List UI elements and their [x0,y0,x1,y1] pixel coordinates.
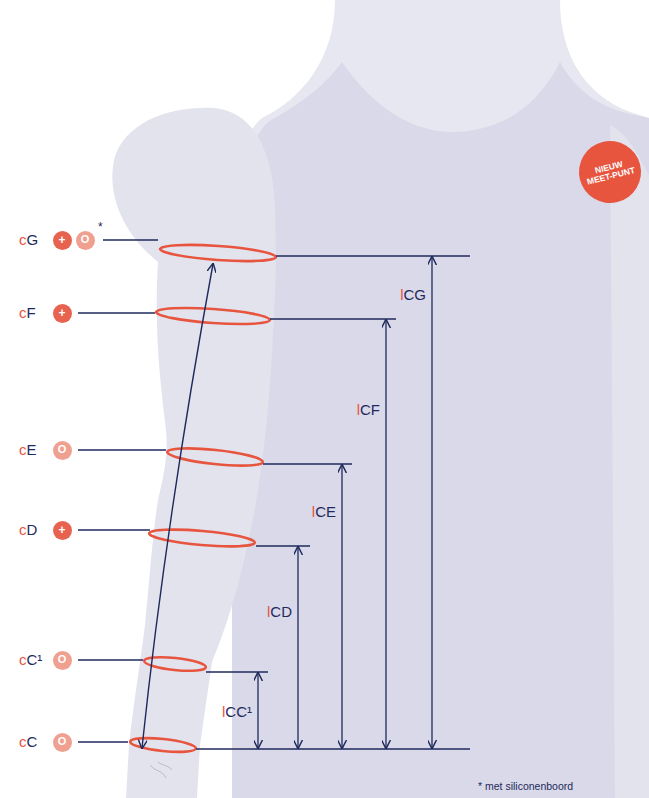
reference-line [206,671,268,672]
node-text: O [58,736,67,748]
length-arrow-lcf [385,320,386,748]
length-label: lCF [357,402,380,419]
plus-marker: + [53,231,72,250]
node-content: O [81,234,90,246]
circumference-label: cD [19,522,37,539]
plus-marker: + [53,521,72,540]
leader-line [78,741,128,742]
body-silhouette [232,0,649,798]
length-label: lCG [400,287,426,304]
ring-cc [130,736,197,755]
right-arm [610,125,649,798]
node-text: + [58,307,65,320]
arm [112,108,276,798]
reference-line [270,318,396,319]
footnote: * met siliconenboord [478,781,573,793]
length-arrow-lce [341,465,342,748]
length-label: lCC¹ [222,704,252,721]
hand-crease [150,762,172,778]
length-arrow-lcg [431,257,432,748]
node-text: NIEUW MEET-PUNT [584,157,637,186]
reference-line [276,255,470,256]
ring-cg [160,242,277,264]
ring-cd [149,526,256,549]
leader-line [78,449,166,450]
ring-cf [156,305,271,327]
o-marker: O [53,733,72,752]
circumference-label: cF [19,305,36,322]
o-marker: O [53,651,72,670]
node-content: + [58,307,65,320]
base-line [196,748,470,749]
leader-line [78,312,155,313]
leader-line [78,529,150,530]
node-content: O [58,736,67,748]
length-label: lCE [312,504,336,521]
arm-length-arrow [142,264,213,748]
circumference-label: cG [19,232,38,249]
node-content: + [58,234,65,247]
reference-line [256,545,310,546]
node-content: NIEUW MEET-PUNT [584,157,637,186]
node-text: + [58,234,65,247]
footnote-mark: * [98,221,103,234]
node-text: O [58,444,67,456]
node-text: + [58,524,65,537]
node-content: + [58,524,65,537]
length-arrow-lcd [297,547,298,748]
length-arrow-lcc1 [257,673,258,748]
reference-line [263,463,352,464]
leader-line [103,239,158,240]
length-label: lCD [267,604,292,621]
circumference-label: cC [19,734,37,751]
node-content: O [58,444,67,456]
o-marker: O [76,231,95,250]
plus-marker: + [53,304,72,323]
circumference-label: cE [19,442,37,459]
tank-top [232,62,649,798]
new-point-badge: NIEUW MEET-PUNT [572,134,647,209]
node-text: O [81,234,90,246]
o-marker: O [53,441,72,460]
node-content: O [58,654,67,666]
leader-line [78,659,143,660]
node-text: O [58,654,67,666]
circumference-label: cC¹ [19,652,42,669]
